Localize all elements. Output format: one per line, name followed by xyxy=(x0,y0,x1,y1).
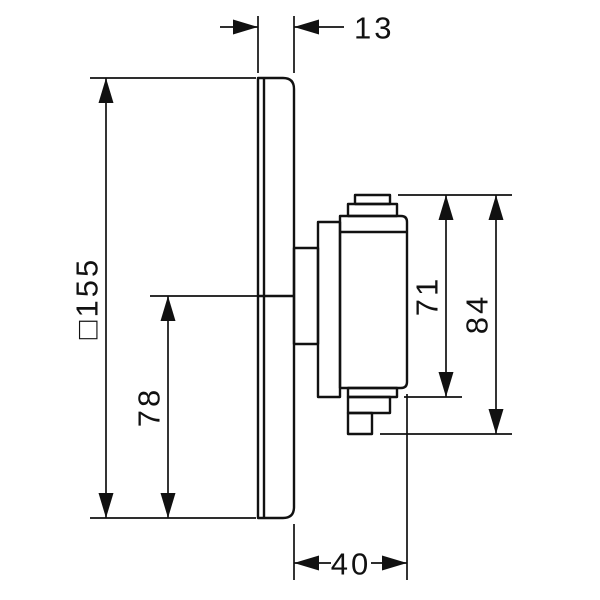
arrowhead-down xyxy=(98,493,114,518)
handle-lower-step-2 xyxy=(346,411,374,436)
arrowhead-up xyxy=(488,195,504,220)
dimension-handle-overall-length: 84 xyxy=(380,195,512,435)
handle-lower-step-1 xyxy=(346,395,392,415)
dim-label-plate-size: □155 xyxy=(70,257,105,339)
handle-assembly-profile xyxy=(292,193,409,436)
wall-plate-profile xyxy=(256,76,296,520)
dim-label-handle-projection: 40 xyxy=(331,547,371,582)
dim-label-center-to-bottom: 78 xyxy=(132,387,167,427)
arrowhead-right xyxy=(233,19,258,35)
arrowhead-up xyxy=(98,78,114,103)
arrowhead-up xyxy=(438,195,454,220)
dimension-plate-thickness: 13 xyxy=(220,11,394,73)
dimension-center-to-bottom: 78 xyxy=(132,295,258,518)
arrowhead-up xyxy=(160,296,176,321)
handle-top-step xyxy=(346,202,399,218)
arrowhead-left xyxy=(294,19,319,35)
arrowhead-down xyxy=(488,409,504,434)
dim-label-plate-thickness: 13 xyxy=(354,11,394,46)
handle-bottom-flange xyxy=(346,386,399,399)
handle-main-body xyxy=(338,214,409,390)
arrowhead-down xyxy=(160,493,176,518)
cartridge-sleeve xyxy=(292,246,320,346)
handle-rear-block xyxy=(316,220,342,399)
arrowhead-left xyxy=(294,555,319,571)
dimension-handle-projection: 40 xyxy=(293,394,408,582)
dimension-plate-size: □155 xyxy=(70,77,256,519)
arrowhead-right xyxy=(382,555,407,571)
handle-top-button xyxy=(353,193,392,206)
arrowhead-down xyxy=(438,372,454,397)
plate-outline xyxy=(256,76,296,520)
dim-label-handle-overall-length: 84 xyxy=(460,294,495,334)
dim-label-handle-body-length: 71 xyxy=(410,276,445,316)
dimension-handle-body-length: 71 xyxy=(398,194,512,398)
